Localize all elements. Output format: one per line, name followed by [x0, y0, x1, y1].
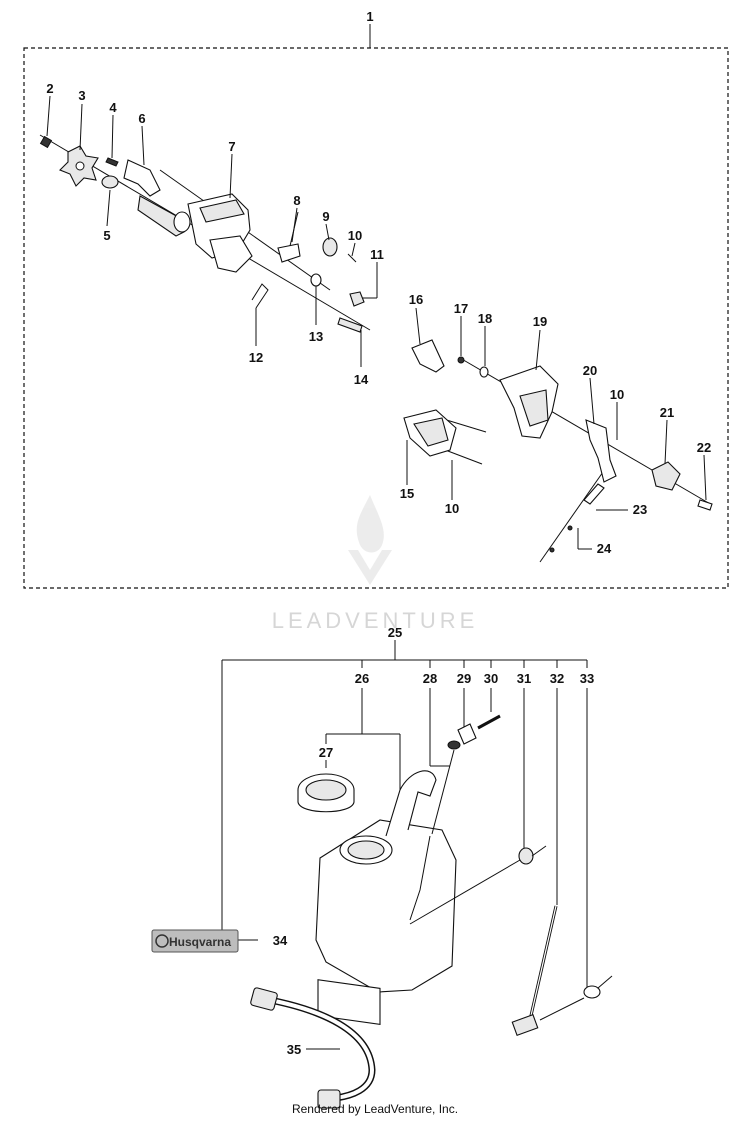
leaders-tank: [221, 660, 588, 1050]
part-24-pins: [549, 525, 573, 553]
callout-24: 24: [597, 541, 612, 556]
callout-6: 6: [138, 111, 145, 126]
watermark-text: LEADVENTURE: [271, 608, 479, 633]
part-4-screw: [105, 157, 119, 167]
part-32-pickup: [511, 905, 558, 1037]
callout-7: 7: [228, 139, 235, 154]
watermark-logo: [348, 495, 392, 585]
callout-22: 22: [697, 440, 711, 455]
leaders-upper: [46, 95, 378, 367]
callout-13: 13: [309, 329, 323, 344]
part-28-grommet: [431, 740, 461, 835]
footer-credit: Rendered by LeadVenture, Inc.: [291, 1102, 459, 1116]
callout-31: 31: [517, 671, 531, 686]
callout-8: 8: [293, 193, 300, 208]
callout-34: 34: [273, 933, 288, 948]
callout-33: 33: [580, 671, 594, 686]
part-12-spring: [251, 283, 269, 309]
part-8-clip: [277, 211, 301, 263]
part-11-nut: [349, 291, 365, 307]
callout-3: 3: [78, 88, 85, 103]
part-2-screw: [39, 135, 53, 149]
callout-2: 2: [46, 81, 53, 96]
part-27-cap: [297, 773, 355, 813]
part-13-washer: [310, 273, 322, 287]
callout-21: 21: [660, 405, 674, 420]
part-14-bolt: [337, 317, 363, 333]
callout-10-a: 10: [348, 228, 362, 243]
part-10-pin-a: [347, 253, 357, 263]
part-18-washer: [479, 366, 489, 378]
part-19-housing: [499, 365, 559, 439]
part-26-tank: [315, 770, 457, 1026]
callout-1: 1: [366, 9, 373, 24]
callout-12: 12: [249, 350, 263, 365]
callout-19: 19: [533, 314, 547, 329]
callout-11: 11: [370, 247, 384, 262]
callout-28: 28: [423, 671, 437, 686]
callout-27: 27: [319, 745, 333, 760]
callout-32: 32: [550, 671, 564, 686]
callout-9: 9: [322, 209, 329, 224]
callout-18: 18: [478, 311, 492, 326]
leaders-lower-right: [406, 307, 707, 550]
part-3-knob: [59, 145, 99, 187]
callout-14: 14: [354, 372, 369, 387]
callout-29: 29: [457, 671, 471, 686]
assembly-1-border: [23, 47, 729, 589]
part-7-housing: [187, 193, 253, 273]
part-35-hose: [250, 987, 376, 1109]
part-30-tube: [477, 714, 501, 730]
part-29-valve: [457, 723, 477, 745]
callout-4: 4: [109, 100, 117, 115]
part-31-filter: [409, 845, 547, 925]
callout-5: 5: [103, 228, 110, 243]
part-20-trigger: [585, 419, 617, 483]
callout-10-c: 10: [445, 501, 459, 516]
callout-26: 26: [355, 671, 369, 686]
decal-brand-text: Husqvarna: [169, 935, 231, 949]
part-6-bracket: [123, 159, 191, 237]
part-34-decal: Husqvarna: [151, 929, 239, 953]
callout-20: 20: [583, 363, 597, 378]
part-9-spacer: [322, 237, 338, 257]
callout-25: 25: [388, 625, 402, 640]
callout-16: 16: [409, 292, 423, 307]
callout-23: 23: [633, 502, 647, 517]
part-22-bolt: [697, 499, 713, 511]
part-16-clip: [411, 339, 445, 373]
callout-15: 15: [400, 486, 414, 501]
callout-17: 17: [454, 301, 468, 316]
part-5-spacer: [101, 175, 119, 189]
callout-30: 30: [484, 671, 498, 686]
part-33-oring: [539, 975, 613, 1021]
part-15-housing: [403, 409, 457, 457]
callout-10-b: 10: [610, 387, 624, 402]
part-21-knob: [651, 461, 681, 491]
part-17-nut: [457, 356, 465, 364]
callout-35: 35: [287, 1042, 301, 1057]
part-23-spring: [583, 483, 605, 505]
